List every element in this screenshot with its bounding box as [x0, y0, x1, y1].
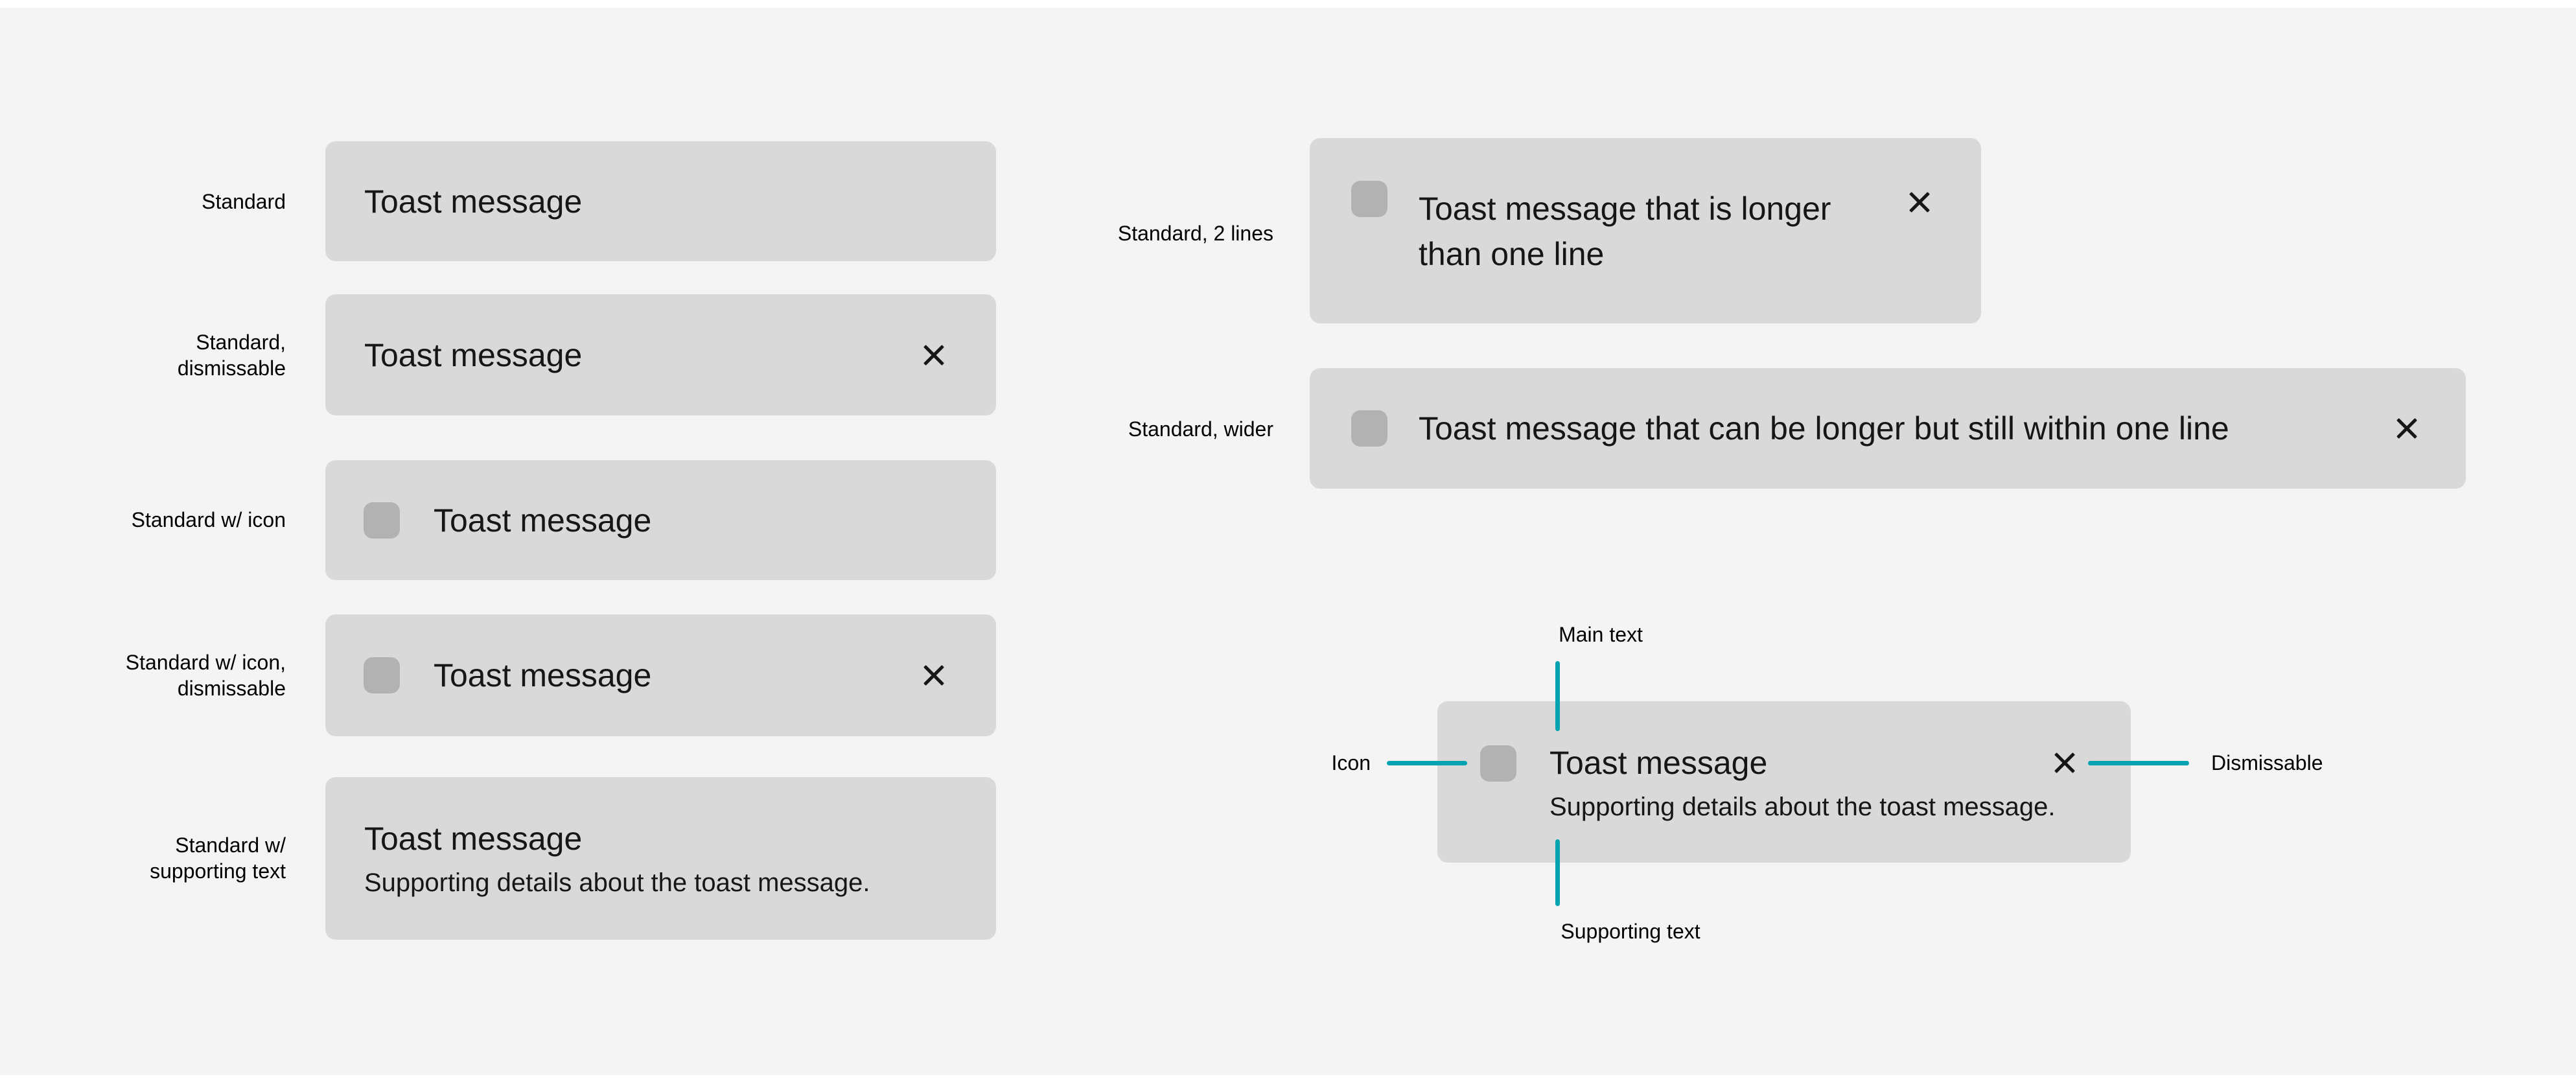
toast-standard-icon-dismissable: Toast message — [325, 614, 996, 736]
toast-message-line: Toast message that is longer — [1419, 191, 1831, 227]
top-edge-strip — [0, 0, 2576, 8]
close-icon[interactable] — [2049, 747, 2080, 778]
variant-label-standard-two-lines: Standard, 2 lines — [1117, 222, 1273, 245]
toast-standard-supporting: Toast message Supporting details about t… — [325, 777, 996, 940]
toast-standard-icon: Toast message — [325, 460, 996, 580]
toast-message: Toast message that can be longer but sti… — [1419, 410, 2229, 447]
toast-standard: Toast message — [325, 141, 996, 261]
placeholder-icon — [364, 502, 400, 539]
variant-label-standard: Standard — [202, 190, 286, 213]
toast-message-line: than one line — [1419, 236, 1605, 272]
close-icon[interactable] — [918, 660, 949, 691]
callout-line-icon — [1387, 761, 1467, 765]
variant-label-standard-wider: Standard, wider — [1128, 417, 1273, 441]
toast-message: Toast message — [364, 183, 583, 220]
bottom-edge-strip — [0, 1075, 2576, 1083]
toast-message: Toast message that is longer than one li… — [1419, 186, 1911, 277]
variant-label-standard-icon-dismissable: Standard w/ icon, dismissable — [0, 649, 286, 701]
close-icon[interactable] — [918, 340, 949, 371]
toast-message: Toast message — [1549, 745, 1768, 781]
variant-label-line: Standard, — [196, 331, 286, 354]
callout-label-supporting-text: Supporting text — [1561, 920, 1700, 943]
toast-message: Toast message — [434, 657, 652, 693]
variant-label-line: supporting text — [150, 859, 286, 883]
anatomy-toast: Toast message Supporting details about t… — [1437, 701, 2131, 863]
placeholder-icon — [1351, 181, 1387, 217]
variant-label-standard-icon: Standard w/ icon — [131, 508, 286, 531]
callout-label-icon: Icon — [1331, 751, 1371, 774]
variant-label-standard-supporting: Standard w/ supporting text — [0, 832, 286, 884]
toast-standard-wider: Toast message that can be longer but sti… — [1310, 368, 2466, 489]
variant-label-standard-dismissable: Standard, dismissable — [0, 329, 286, 381]
toast-supporting-text: Supporting details about the toast messa… — [364, 868, 870, 897]
close-icon[interactable] — [2391, 413, 2422, 444]
anatomy-text-block: Toast message Supporting details about t… — [1549, 743, 2056, 823]
toast-message: Toast message — [364, 336, 583, 373]
variant-label-line: dismissable — [177, 356, 286, 380]
placeholder-icon — [1480, 745, 1516, 782]
callout-line-dismissable — [2088, 761, 2189, 765]
placeholder-icon — [1351, 410, 1387, 447]
callout-line-supporting-text — [1555, 839, 1560, 906]
toast-message: Toast message — [364, 820, 583, 857]
variant-label-line: Standard w/ — [175, 833, 286, 857]
toast-message: Toast message — [434, 502, 652, 539]
toast-supporting-text: Supporting details about the toast messa… — [1549, 793, 2056, 821]
toast-standard-dismissable: Toast message — [325, 294, 996, 415]
variant-label-line: Standard w/ icon, — [125, 651, 286, 674]
callout-label-dismissable: Dismissable — [2211, 751, 2323, 774]
close-icon[interactable] — [1904, 187, 1935, 218]
variant-label-line: dismissable — [177, 677, 286, 700]
callout-line-main-text — [1555, 661, 1560, 731]
callout-label-main-text: Main text — [1559, 623, 1643, 646]
placeholder-icon — [364, 657, 400, 693]
toast-standard-two-lines: Toast message that is longer than one li… — [1310, 138, 1981, 323]
